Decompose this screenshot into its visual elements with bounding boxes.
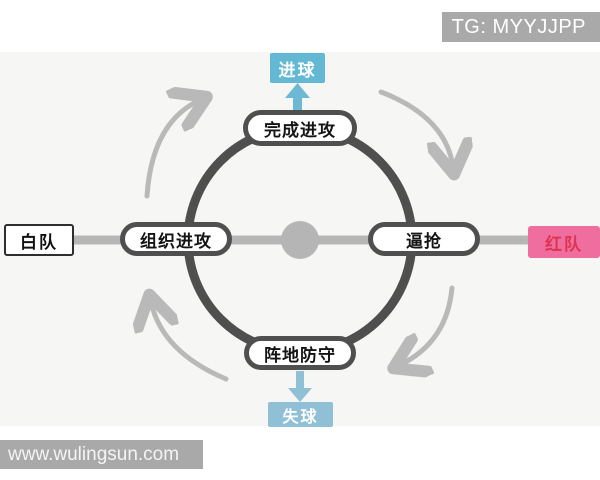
site-watermark-label: www.wulingsun.com	[8, 443, 180, 465]
phase-press: 逼抢	[368, 222, 480, 256]
phase-press-label: 逼抢	[406, 231, 442, 252]
site-watermark: www.wulingsun.com	[0, 440, 203, 469]
red-team-box: 红队	[528, 226, 600, 258]
goal-outcome-label: 进球	[278, 60, 317, 81]
phase-positional-defense-label: 阵地防守	[264, 345, 336, 366]
phase-organize-attack: 组织进攻	[120, 222, 232, 256]
concede-outcome-label: 失球	[282, 406, 319, 426]
phase-finish-attack-label: 完成进攻	[264, 120, 336, 141]
phase-finish-attack: 完成进攻	[243, 110, 357, 146]
white-team-box: 白队	[4, 224, 74, 256]
red-team-label: 红队	[545, 234, 583, 255]
tg-contact-label: TG: MYYJJPP	[451, 15, 586, 38]
phase-positional-defense: 阵地防守	[244, 336, 356, 370]
white-team-label: 白队	[20, 232, 58, 253]
phase-organize-attack-label: 组织进攻	[140, 231, 212, 252]
concede-outcome-box: 失球	[268, 402, 333, 427]
tg-contact-badge: TG: MYYJJPP	[441, 12, 600, 42]
goal-outcome-box: 进球	[270, 53, 325, 83]
